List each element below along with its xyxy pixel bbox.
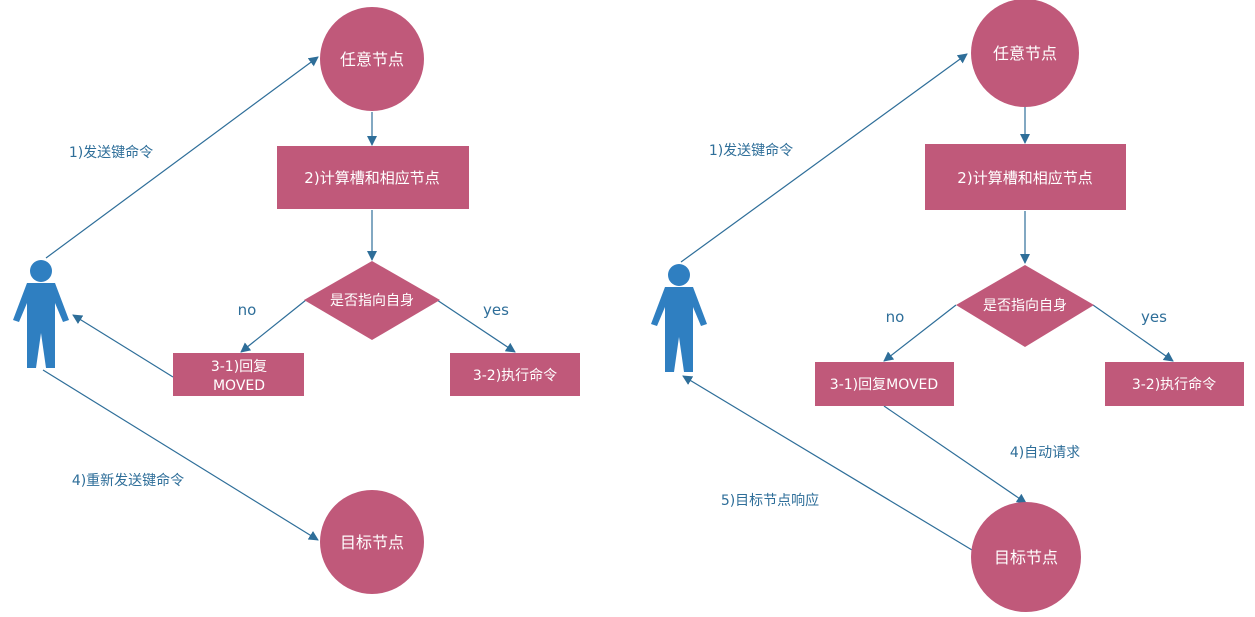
- any-node-circle: [971, 0, 1079, 107]
- execute-label: 3-2)执行命令: [473, 367, 557, 384]
- reply-label-line1: 3-1)回复: [211, 358, 267, 375]
- decision-label: 是否指向自身: [983, 298, 1067, 314]
- any-node-label: 任意节点: [993, 44, 1057, 63]
- user-person-icon: [651, 264, 707, 372]
- any-node-circle: [320, 7, 424, 111]
- arrow-send-command: [680, 53, 968, 263]
- execute-command-box: [1105, 362, 1244, 406]
- target-node-circle: [971, 502, 1081, 612]
- yes-label: yes: [1141, 308, 1167, 326]
- reply-label-line2: MOVED: [213, 378, 265, 394]
- compute-label: 2)计算槽和相应节点: [957, 169, 1092, 187]
- arrow-decision-yes: [1092, 304, 1174, 362]
- compute-slot-box: [277, 146, 469, 209]
- left-diagram: 任意节点 2)计算槽和相应节点 是否指向自身 3-1)回复 MOVED 3-2)…: [13, 7, 580, 594]
- reply-label: 3-1)回复MOVED: [830, 376, 938, 393]
- resend-command-label: 4)重新发送键命令: [72, 472, 184, 489]
- right-diagram: 任意节点 2)计算槽和相应节点 是否指向自身 3-1)回复MOVED 3-2)执…: [651, 0, 1244, 612]
- reply-moved-box: [173, 353, 304, 396]
- execute-command-box: [450, 353, 580, 396]
- user-person-icon: [13, 260, 69, 368]
- target-response-label: 5)目标节点响应: [721, 492, 819, 509]
- decision-diamond: [956, 265, 1094, 347]
- arrow-send-command: [45, 56, 319, 259]
- arrow-reply-to-user: [72, 314, 174, 378]
- any-node-label: 任意节点: [340, 50, 404, 69]
- compute-slot-box: [925, 144, 1126, 210]
- target-node-label: 目标节点: [994, 548, 1058, 567]
- decision-diamond: [304, 261, 440, 340]
- auto-request-label: 4)自动请求: [1010, 445, 1080, 461]
- arrow-decision-no: [883, 304, 957, 362]
- decision-label: 是否指向自身: [330, 293, 414, 309]
- yes-label: yes: [483, 301, 509, 319]
- target-node-label: 目标节点: [340, 533, 404, 552]
- arrow-decision-no: [240, 299, 307, 353]
- target-node-circle: [320, 490, 424, 594]
- arrow-auto-request: [883, 405, 1027, 504]
- arrow-decision-yes: [436, 299, 516, 353]
- arrow-resend-command: [42, 369, 319, 541]
- no-label: no: [886, 308, 905, 326]
- send-command-label: 1)发送键命令: [69, 144, 153, 161]
- arrow-target-response: [682, 375, 973, 551]
- execute-label: 3-2)执行命令: [1132, 376, 1216, 393]
- reply-moved-box: [815, 362, 954, 406]
- compute-label: 2)计算槽和相应节点: [304, 169, 439, 187]
- no-label: no: [238, 301, 257, 319]
- send-command-label: 1)发送键命令: [709, 142, 793, 159]
